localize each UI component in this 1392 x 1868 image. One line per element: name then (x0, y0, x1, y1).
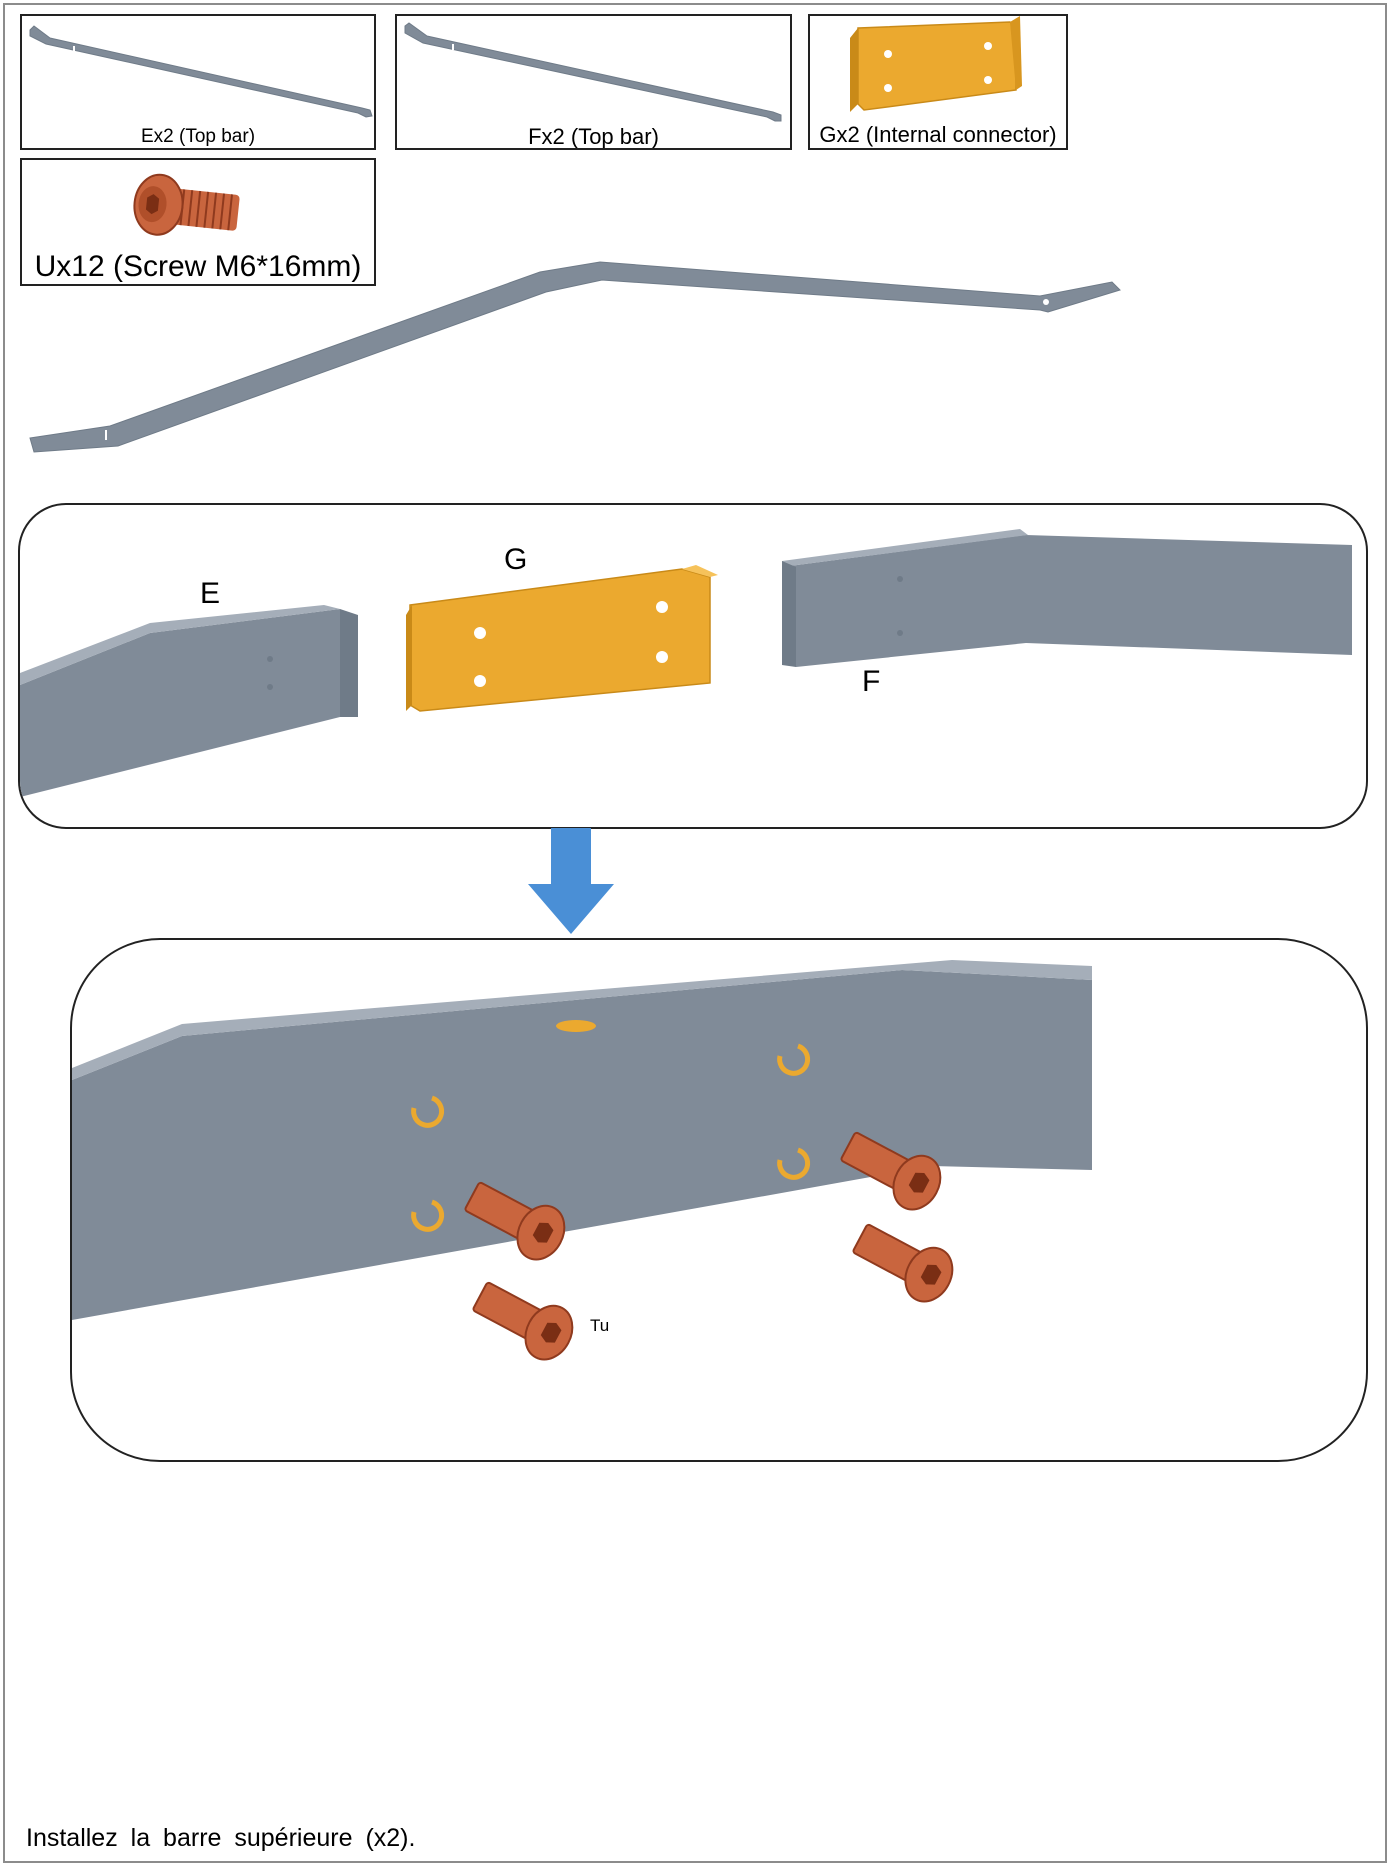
part-label-e: Ex2 (Top bar) (140, 126, 256, 147)
part-box-f: Fx2 (Top bar) (395, 14, 792, 150)
top-bar-f-illustration (404, 22, 782, 122)
page-frame (3, 3, 1387, 1863)
part-label-g: Gx2 (Internal connector) (819, 122, 1057, 147)
screw-u-illustration (133, 173, 240, 236)
part-label-u: Ux12 (Screw M6*16mm) (34, 250, 362, 283)
part-box-u: Ux12 (Screw M6*16mm) (20, 158, 376, 286)
assembled-view-panel: Tu (70, 938, 1368, 1462)
part-label-f: Fx2 (Top bar) (528, 124, 659, 149)
assembled-view-illustration (72, 960, 1092, 1361)
callout-e: E (200, 577, 221, 610)
callout-f: F (862, 665, 881, 698)
exploded-view-panel: E G F (18, 503, 1368, 829)
part-box-g: Gx2 (Internal connector) (808, 14, 1068, 150)
internal-connector-g-illustration (850, 16, 1022, 112)
instruction-caption: Installez la barre supérieure (x2). (26, 1824, 416, 1852)
callout-screws: Tu (590, 1316, 610, 1335)
assembled-top-bar-illustration (29, 261, 1121, 453)
part-box-e: Ex2 (Top bar) (20, 14, 376, 150)
top-bar-e-illustration (29, 25, 373, 118)
callout-g: G (504, 543, 528, 576)
down-arrow-icon (528, 828, 614, 934)
exploded-view-illustration (20, 529, 1352, 797)
